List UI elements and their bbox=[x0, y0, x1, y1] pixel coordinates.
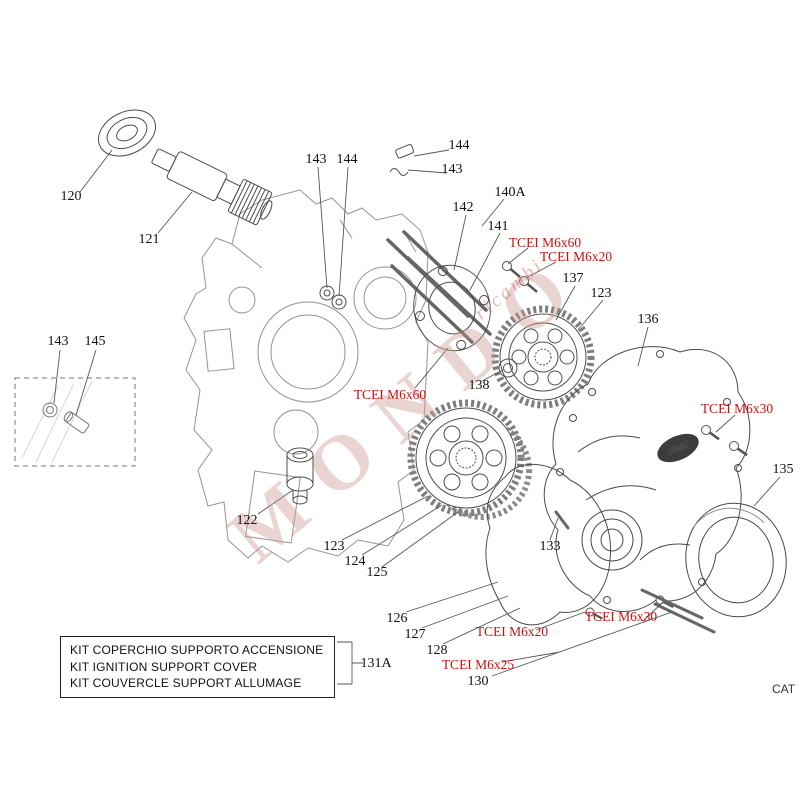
leader-lines bbox=[53, 149, 781, 685]
long-bolts bbox=[554, 510, 716, 634]
gear-123-124-125 bbox=[407, 399, 525, 517]
kit-description-box: KIT COPERCHIO SUPPORTO ACCENSIONE KIT IG… bbox=[60, 636, 335, 698]
gear-124-back-ring bbox=[432, 420, 532, 520]
ignition-cover-136: IAME bbox=[543, 346, 751, 612]
kit-line-french: KIT COUVERCLE SUPPORT ALLUMAGE bbox=[70, 676, 302, 691]
clip-144-spring-143 bbox=[389, 144, 415, 176]
catalog-corner-label: CAT bbox=[772, 682, 796, 696]
bearing-120 bbox=[98, 109, 156, 157]
washers-143-144 bbox=[319, 285, 347, 310]
shaft-121 bbox=[151, 148, 273, 226]
gasket-outline bbox=[485, 463, 612, 626]
gear-137-123 bbox=[491, 305, 595, 409]
kit-line-italian: KIT COPERCHIO SUPPORTO ACCENSIONE bbox=[70, 643, 324, 657]
kit-line-english: KIT IGNITION SUPPORT COVER bbox=[70, 659, 258, 674]
detail-inset-box bbox=[14, 377, 136, 467]
bush-122 bbox=[286, 447, 314, 505]
cover-ring-135 bbox=[685, 502, 787, 618]
mounting-studs bbox=[386, 230, 492, 344]
support-flange-142 bbox=[413, 264, 491, 352]
crankcase-outline bbox=[183, 189, 429, 563]
